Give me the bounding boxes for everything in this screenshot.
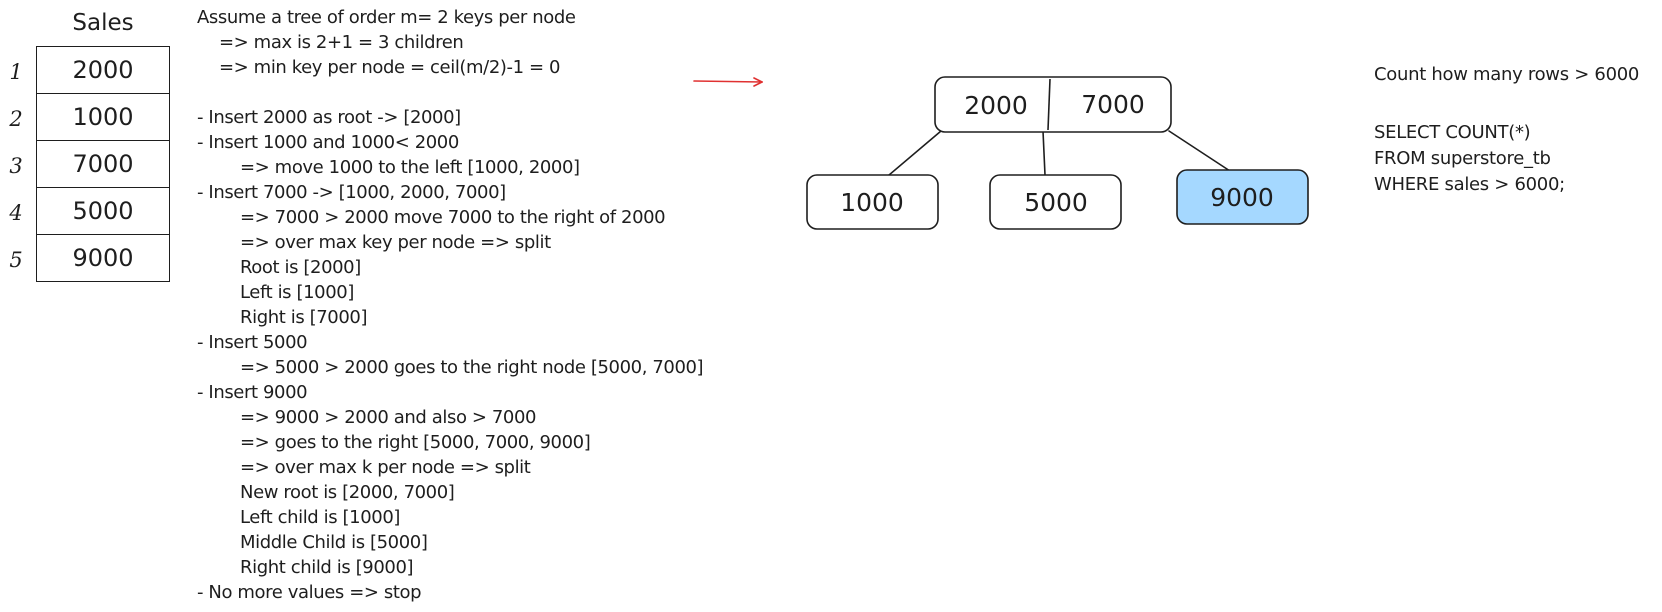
tree-child-node: 5000 <box>989 174 1122 230</box>
step-line: Left is [1000] <box>240 282 354 303</box>
child-key: 1000 <box>840 188 904 217</box>
sales-row-index: 4 <box>9 201 23 225</box>
step-line: => over max key per node => split <box>240 232 551 253</box>
sales-row-value: 5000 <box>72 197 134 225</box>
sales-row-value: 7000 <box>72 150 134 178</box>
step-line: => over max k per node => split <box>240 457 531 478</box>
step-intro-line: => min key per node = ceil(m/2)-1 = 0 <box>219 57 561 78</box>
step-intro-line: Assume a tree of order m= 2 keys per nod… <box>197 7 576 28</box>
step-line: Root is [2000] <box>240 257 361 278</box>
sales-row-value: 1000 <box>72 103 134 131</box>
step-line: => move 1000 to the left [1000, 2000] <box>240 157 580 178</box>
step-line: - Insert 1000 and 1000< 2000 <box>197 132 459 153</box>
step-line: Middle Child is [5000] <box>240 532 428 553</box>
step-line: New root is [2000, 7000] <box>240 482 455 503</box>
step-intro-line: => max is 2+1 = 3 children <box>219 32 464 53</box>
tree-edge-left <box>888 130 942 176</box>
step-line: Right child is [9000] <box>240 557 414 578</box>
step-line: => goes to the right [5000, 7000, 9000] <box>240 432 591 453</box>
sales-row-index: 3 <box>9 154 23 178</box>
sql-line: SELECT COUNT(*) <box>1374 122 1531 143</box>
step-line: => 5000 > 2000 goes to the right node [5… <box>240 357 704 378</box>
root-key: 2000 <box>964 91 1028 120</box>
sales-row: 3 7000 <box>9 141 170 188</box>
query-note: Count how many rows > 6000 SELECT COUNT(… <box>1374 62 1654 198</box>
tree-child-node-highlighted: 9000 <box>1176 169 1309 225</box>
sales-row-index: 5 <box>9 248 23 272</box>
sales-row-value: 9000 <box>72 244 134 272</box>
step-line: - Insert 7000 -> [1000, 2000, 7000] <box>197 182 506 203</box>
insertion-steps-text: Assume a tree of order m= 2 keys per nod… <box>197 5 757 605</box>
step-line: => 7000 > 2000 move 7000 to the right of… <box>240 207 666 228</box>
tree-child-node: 1000 <box>806 174 939 230</box>
sales-row: 5 9000 <box>9 235 170 282</box>
sales-table: 1 2000 2 1000 3 7000 4 5000 5 9000 <box>9 46 170 282</box>
sales-row: 2 1000 <box>9 94 170 141</box>
step-line: => 9000 > 2000 and also > 7000 <box>240 407 537 428</box>
sales-row-value: 2000 <box>72 56 134 84</box>
sales-row: 1 2000 <box>9 46 170 94</box>
pointer-arrow <box>693 77 763 87</box>
root-key: 7000 <box>1081 90 1145 119</box>
step-line: - Insert 5000 <box>197 332 308 353</box>
sales-row-index: 2 <box>9 107 23 131</box>
step-line: Left child is [1000] <box>240 507 400 528</box>
sql-line: WHERE sales > 6000; <box>1374 174 1565 195</box>
query-question: Count how many rows > 6000 <box>1374 64 1640 85</box>
step-line: - Insert 9000 <box>197 382 308 403</box>
sales-row: 4 5000 <box>9 188 170 235</box>
child-key: 5000 <box>1024 188 1088 217</box>
tree-root-node: 2000 7000 <box>934 76 1172 133</box>
tree-edge-right <box>1168 130 1231 172</box>
sales-row-index: 1 <box>9 60 23 84</box>
step-line: - No more values => stop <box>197 582 422 603</box>
sales-table-title: Sales <box>72 10 134 36</box>
tree-edge-middle <box>1042 130 1046 176</box>
sql-line: FROM superstore_tb <box>1374 148 1551 169</box>
step-line: Right is [7000] <box>240 307 368 328</box>
step-line: - Insert 2000 as root -> [2000] <box>197 107 461 128</box>
child-key: 9000 <box>1210 183 1274 212</box>
